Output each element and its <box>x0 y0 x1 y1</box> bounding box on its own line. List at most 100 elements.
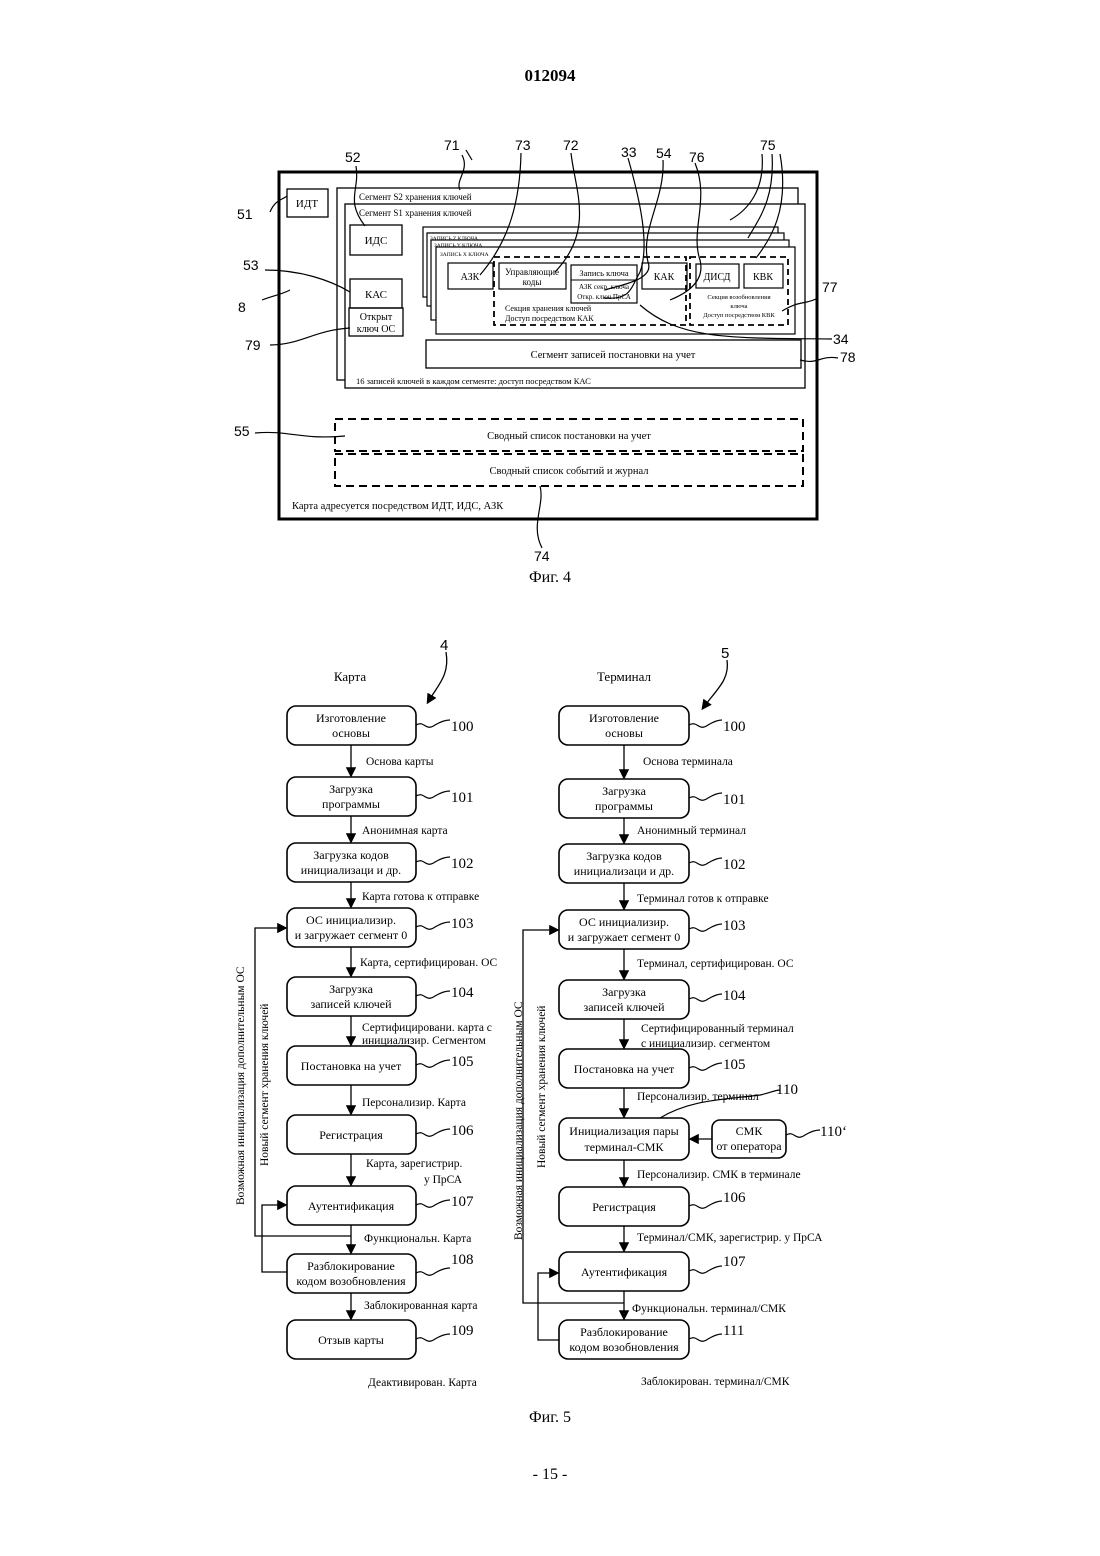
callout-73: 73 <box>515 137 531 153</box>
card-num-108: 108 <box>451 1252 474 1268</box>
card-trans-9: Функциональн. Карта <box>364 1233 471 1245</box>
card-num-109: 109 <box>451 1323 474 1339</box>
card-trans-3: Карта, сертифицирован. ОС <box>360 957 498 969</box>
ids-label: ИДС <box>365 235 388 247</box>
record-dots: ......... <box>427 229 441 235</box>
page-number: - 15 - <box>0 1466 1100 1484</box>
record-y-label: ЗАПИСЬ Y КЛЮЧА <box>434 243 482 249</box>
card-trans-10: Заблокированная карта <box>364 1300 478 1312</box>
terminal-num-107: 107 <box>723 1254 746 1270</box>
card-step-104-l1: Загрузка <box>329 982 373 996</box>
terminal-title: Терминал <box>597 669 652 684</box>
terminal-step-100-l1: Изготовление <box>589 711 659 725</box>
card-trans-5: инициализир. Сегментом <box>362 1035 486 1047</box>
control-codes-label-2: коды <box>523 277 542 287</box>
terminal-trans-1: Анонимный терминал <box>637 825 746 837</box>
card-num-102: 102 <box>451 856 474 872</box>
callout-8: 8 <box>238 299 246 315</box>
access-kak-label: Доступ посредством КАК <box>505 314 594 323</box>
terminal-trans-6: Персонализир. терминал <box>637 1091 759 1103</box>
callout-52: 52 <box>345 149 361 165</box>
idt-label: ИДТ <box>296 198 318 210</box>
card-side-label-1: Возможная инициализация дополнительным О… <box>235 966 247 1205</box>
segment-s2-label: Сегмент S2 хранения ключей <box>359 192 472 202</box>
card-num-106: 106 <box>451 1123 474 1139</box>
card-trans-6: Персонализир. Карта <box>362 1097 466 1109</box>
disd-label: ДИСД <box>703 272 730 283</box>
figure-5-caption: Фиг. 5 <box>529 1409 571 1426</box>
card-step-100-l2: основы <box>332 726 370 740</box>
callout-75: 75 <box>760 137 776 153</box>
kak-label: КАК <box>654 272 675 283</box>
callout-33: 33 <box>621 144 637 160</box>
callout-78: 78 <box>840 349 856 365</box>
terminal-step-107-l1: Аутентификация <box>581 1265 668 1279</box>
figure-4: 51 52 71 73 72 33 54 76 75 77 53 8 79 34… <box>0 0 1100 600</box>
terminal-num-106: 106 <box>723 1190 746 1206</box>
registration-segment-label: Сегмент записей постановки на учет <box>531 350 696 361</box>
figure-5: Карта 4 <box>0 620 1100 1430</box>
callout-72: 72 <box>563 137 579 153</box>
terminal-step-103-l2: и загружает сегмент 0 <box>568 930 680 944</box>
card-num-101: 101 <box>451 790 474 806</box>
terminal-num-105: 105 <box>723 1057 746 1073</box>
terminal-num-100: 100 <box>723 719 746 735</box>
summary-registration-label: Сводный список постановки на учет <box>487 431 651 442</box>
card-trans-8: у ПрСА <box>424 1174 463 1186</box>
terminal-trans-10: Заблокирован. терминал/СМК <box>641 1376 790 1388</box>
card-num-100: 100 <box>451 719 474 735</box>
terminal-side-label-2: Новый сегмент хранения ключей <box>536 1006 548 1168</box>
terminal-step-102-l1: Загрузка кодов <box>586 849 662 863</box>
card-trans-7: Карта, зарегистрир. <box>366 1158 463 1170</box>
card-trans-0: Основа карты <box>366 756 434 768</box>
callout-55: 55 <box>234 423 250 439</box>
azk-secret-label: АЗК секр. ключа <box>579 283 630 291</box>
callout-71: 71 <box>444 137 460 153</box>
card-trans-1: Анонимная карта <box>362 825 448 837</box>
renewal-section-label-2: ключа <box>730 303 747 310</box>
card-side-label-2: Новый сегмент хранения ключей <box>259 1004 271 1166</box>
card-trans-4: Сертифицировани. карта с <box>362 1022 492 1034</box>
card-step-105-l1: Постановка на учет <box>301 1059 402 1073</box>
terminal-step-102-l2: инициализаци и др. <box>574 864 674 878</box>
terminal-num-104: 104 <box>723 988 746 1004</box>
kvk-label: КВК <box>753 272 773 283</box>
callout-79: 79 <box>245 337 261 353</box>
terminal-trans-9: Функциональн. терминал/СМК <box>632 1303 786 1315</box>
prsa-public-key-label: Откр. ключ ПрСА <box>577 293 631 301</box>
card-step-106-l1: Регистрация <box>319 1128 383 1142</box>
callout-54: 54 <box>656 145 672 161</box>
terminal-step-105-l1: Постановка на учет <box>574 1062 675 1076</box>
terminal-trans-5: с инициализир. сегментом <box>641 1038 771 1050</box>
smk-label-2: от оператора <box>716 1139 782 1153</box>
public-key-label-1: Открыт <box>360 312 393 323</box>
card-num-107: 107 <box>451 1194 474 1210</box>
card-num-103: 103 <box>451 916 474 932</box>
terminal-trans-3: Терминал, сертифицирован. ОС <box>637 958 794 970</box>
terminal-num-101: 101 <box>723 792 746 808</box>
summary-events-label: Сводный список событий и журнал <box>489 466 648 477</box>
smk-label-1: СМК <box>736 1124 764 1138</box>
terminal-step-103-l1: ОС инициализир. <box>579 915 669 929</box>
terminal-step-101-l1: Загрузка <box>602 784 646 798</box>
terminal-step-111-l2: кодом возобновления <box>569 1340 679 1354</box>
terminal-trans-8: Терминал/СМК, зарегистрир. у ПрСА <box>637 1232 823 1244</box>
smk-num-110prime: 110‘ <box>820 1124 847 1140</box>
terminal-num-102: 102 <box>723 857 746 873</box>
kas-label: КАС <box>365 289 387 301</box>
callout-34: 34 <box>833 331 849 347</box>
callout-51: 51 <box>237 206 253 222</box>
renewal-section-label-1: Секция возобновления <box>707 294 770 301</box>
control-codes-label-1: Управляющие <box>505 267 559 277</box>
card-title: Карта <box>334 669 366 684</box>
terminal-step-101-l2: программы <box>595 799 653 813</box>
terminal-num-111: 111 <box>723 1323 744 1339</box>
terminal-trans-4: Сертифицированный терминал <box>641 1023 794 1035</box>
terminal-num-110: 110 <box>776 1082 798 1098</box>
terminal-trans-2: Терминал готов к отправке <box>637 893 769 905</box>
card-num-105: 105 <box>451 1054 474 1070</box>
public-key-label-2: ключ ОС <box>357 324 396 335</box>
card-step-101-l2: программы <box>322 797 380 811</box>
key-storage-section-label: Секция хранения ключей <box>505 304 592 313</box>
